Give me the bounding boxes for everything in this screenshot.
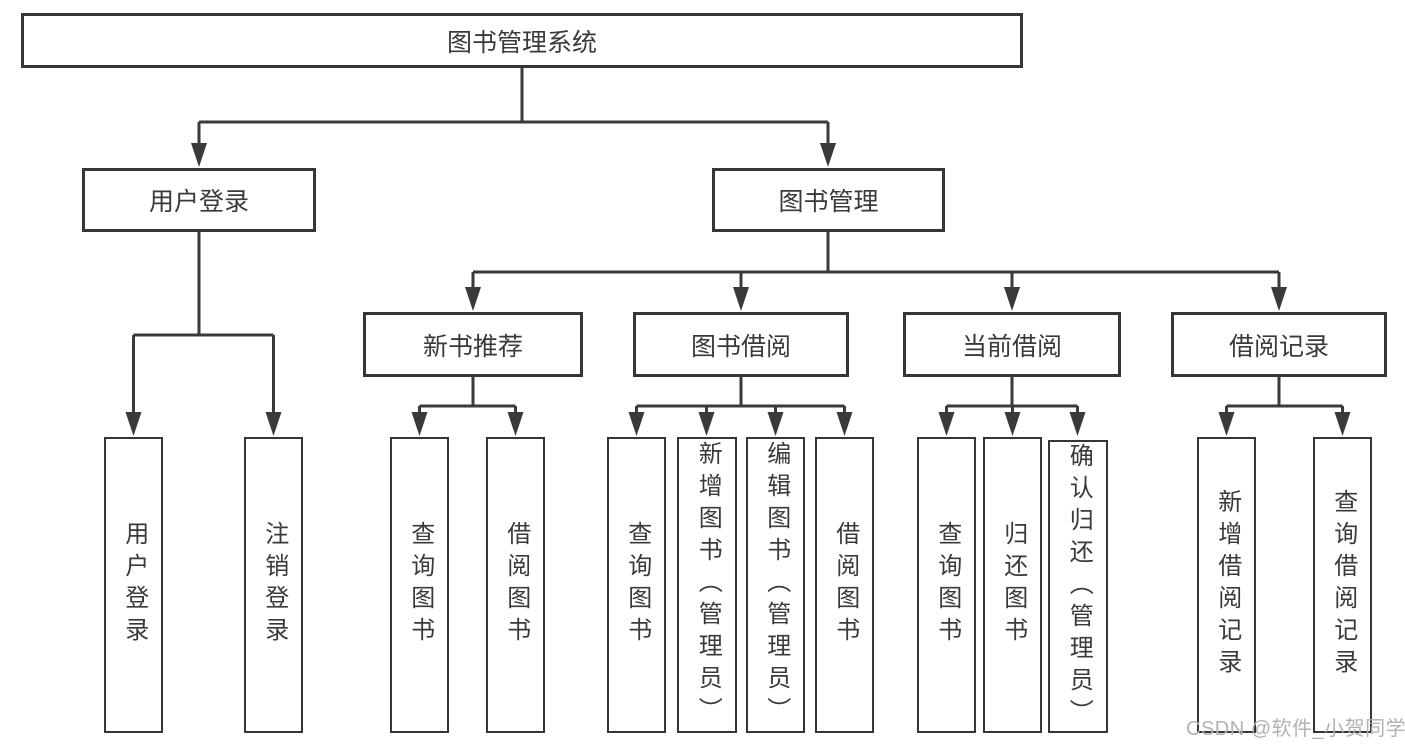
node-current-borrow: 当前借阅 <box>903 312 1121 377</box>
node-new-book-recommend-label: 新书推荐 <box>422 332 523 361</box>
leaf-logout-label: 注销登录 <box>260 521 288 649</box>
leaf-confirm-return-admin-label: 确认归还（管理员） <box>1065 442 1093 731</box>
leaf-borrow-book-label: 借阅图书 <box>831 521 859 649</box>
node-user-login-label: 用户登录 <box>148 188 249 216</box>
watermark: CSDN @软件_小贺同学 <box>1186 718 1405 740</box>
node-user-login: 用户登录 <box>82 168 316 232</box>
node-book-borrow-label: 图书借阅 <box>690 332 791 361</box>
leaf-add-borrow-record: 新增借阅记录 <box>1197 437 1256 733</box>
node-new-book-recommend: 新书推荐 <box>363 312 583 377</box>
leaf-user-login: 用户登录 <box>104 437 163 733</box>
leaf-query-borrow-record-label: 查询借阅记录 <box>1329 489 1357 681</box>
leaf-recommend-borrow-book: 借阅图书 <box>486 437 545 733</box>
leaf-borrow-query-book: 查询图书 <box>607 437 666 733</box>
leaf-confirm-return-admin: 确认归还（管理员） <box>1048 440 1108 733</box>
leaf-return-book: 归还图书 <box>983 437 1042 733</box>
leaf-edit-book-admin: 编辑图书（管理员） <box>746 437 805 733</box>
leaf-borrow-query-book-label: 查询图书 <box>623 521 651 649</box>
leaf-current-query-book: 查询图书 <box>917 437 976 733</box>
node-book-borrow: 图书借阅 <box>633 312 849 377</box>
node-library-system: 图书管理系统 <box>21 13 1023 68</box>
node-borrow-record: 借阅记录 <box>1171 312 1387 377</box>
node-book-management-label: 图书管理 <box>778 188 879 216</box>
leaf-borrow-book: 借阅图书 <box>815 437 874 733</box>
leaf-edit-book-admin-label: 编辑图书（管理员） <box>762 441 790 729</box>
leaf-add-borrow-record-label: 新增借阅记录 <box>1213 489 1241 681</box>
leaf-current-query-book-label: 查询图书 <box>933 521 961 649</box>
leaf-query-borrow-record: 查询借阅记录 <box>1313 437 1372 733</box>
node-borrow-record-label: 借阅记录 <box>1228 332 1329 361</box>
node-book-management: 图书管理 <box>712 168 945 232</box>
node-current-borrow-label: 当前借阅 <box>961 332 1062 361</box>
leaf-return-book-label: 归还图书 <box>999 521 1027 649</box>
leaf-recommend-query-book: 查询图书 <box>390 437 449 733</box>
leaf-add-book-admin: 新增图书（管理员） <box>677 437 737 733</box>
leaf-logout: 注销登录 <box>244 437 303 733</box>
leaf-recommend-borrow-book-label: 借阅图书 <box>502 521 530 649</box>
leaf-recommend-query-book-label: 查询图书 <box>406 521 434 649</box>
node-library-system-label: 图书管理系统 <box>446 28 597 57</box>
leaf-user-login-label: 用户登录 <box>120 521 148 649</box>
leaf-add-book-admin-label: 新增图书（管理员） <box>694 441 722 729</box>
